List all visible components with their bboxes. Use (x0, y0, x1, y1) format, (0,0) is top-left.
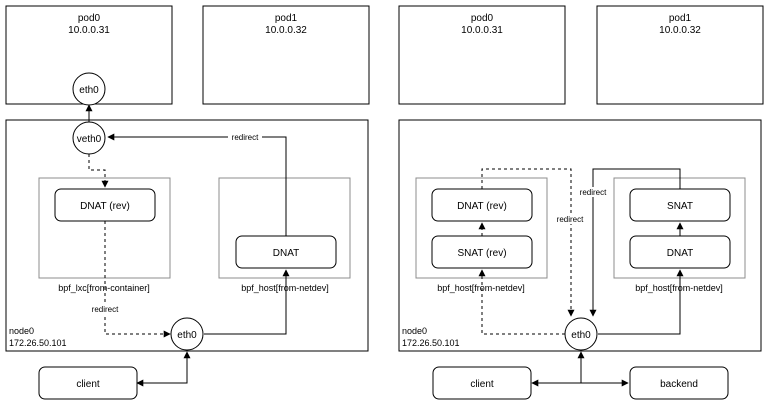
right-pod0-ip: 10.0.0.31 (461, 25, 503, 36)
right-edge-eth0-to-dnat (598, 269, 684, 335)
right-edge-snat-to-eth0 (589, 168, 681, 317)
right-redirect-b-label: redirect (580, 188, 607, 197)
right-redirect-a-bg (553, 214, 587, 224)
right-backend-box (629, 366, 729, 400)
left-node-eth0-label: eth0 (177, 330, 197, 341)
left-edge-dnat-to-veth (107, 133, 287, 236)
right-edge-dnat-rev-to-eth0 (481, 168, 575, 317)
left-edge-veth-to-dnat-rev (88, 154, 109, 188)
right-snat-label: SNAT (667, 201, 693, 212)
left-redirect-bottom-label: redirect (92, 305, 119, 314)
right-node-ip: 172.26.50.101 (402, 338, 460, 348)
right-pod1-ip: 10.0.0.32 (659, 25, 701, 36)
right-node-eth0-circle (564, 317, 598, 351)
right-pod1-name: pod1 (669, 13, 692, 24)
left-bpf-lxc-label: bpf_lxc[from-container] (58, 283, 150, 293)
left-redirect-bottom-bg (88, 304, 122, 314)
left-pod-eth0-circle (72, 72, 106, 106)
right-redirect-b-bg (576, 187, 610, 197)
left-diagram: pod0 10.0.0.31 pod1 10.0.0.32 node0 172.… (5, 5, 370, 400)
left-edge-dnat-rev-to-eth0 (104, 221, 171, 338)
right-pod0-name: pod0 (471, 13, 494, 24)
left-pod0-ip: 10.0.0.31 (68, 25, 110, 36)
left-edge-client-eth0 (136, 351, 191, 387)
right-dnat-rev-label: DNAT (rev) (457, 201, 507, 212)
left-redirect-top-bg (228, 132, 262, 142)
right-diagram: pod0 10.0.0.31 pod1 10.0.0.32 node0 172.… (398, 5, 764, 400)
left-pod1-name: pod1 (275, 13, 298, 24)
left-dnat-label: DNAT (273, 248, 299, 259)
right-node-name: node0 (402, 326, 427, 336)
left-dnat-rev-label: DNAT (rev) (80, 201, 130, 212)
right-backend-label: backend (660, 379, 698, 390)
left-edge-eth0-to-dnat (204, 269, 290, 335)
left-node-name: node0 (9, 326, 34, 336)
right-pod0-box (398, 5, 566, 105)
left-pod-eth0-label: eth0 (79, 85, 99, 96)
left-client-label: client (76, 379, 100, 390)
right-bpf-host-b-label: bpf_host[from-netdev] (635, 283, 723, 293)
left-client-box (38, 366, 138, 400)
left-veth0-circle (72, 121, 106, 155)
left-pod0-name: pod0 (78, 13, 101, 24)
left-node-eth0-circle (170, 317, 204, 351)
right-client-label: client (470, 379, 494, 390)
right-redirect-a-label: redirect (557, 215, 584, 224)
right-bpf-host-a-label: bpf_host[from-netdev] (437, 283, 525, 293)
right-pod1-box (596, 5, 764, 105)
left-node-ip: 172.26.50.101 (9, 338, 67, 348)
left-pod1-ip: 10.0.0.32 (265, 25, 307, 36)
left-veth0-label: veth0 (77, 134, 102, 145)
right-client-box (432, 366, 532, 400)
right-dnat-label: DNAT (667, 248, 693, 259)
left-redirect-top-label: redirect (232, 133, 259, 142)
right-snat-rev-label: SNAT (rev) (457, 248, 506, 259)
left-pod1-box (202, 5, 370, 105)
right-node-eth0-label: eth0 (571, 330, 591, 341)
left-bpf-host-label: bpf_host[from-netdev] (241, 283, 329, 293)
